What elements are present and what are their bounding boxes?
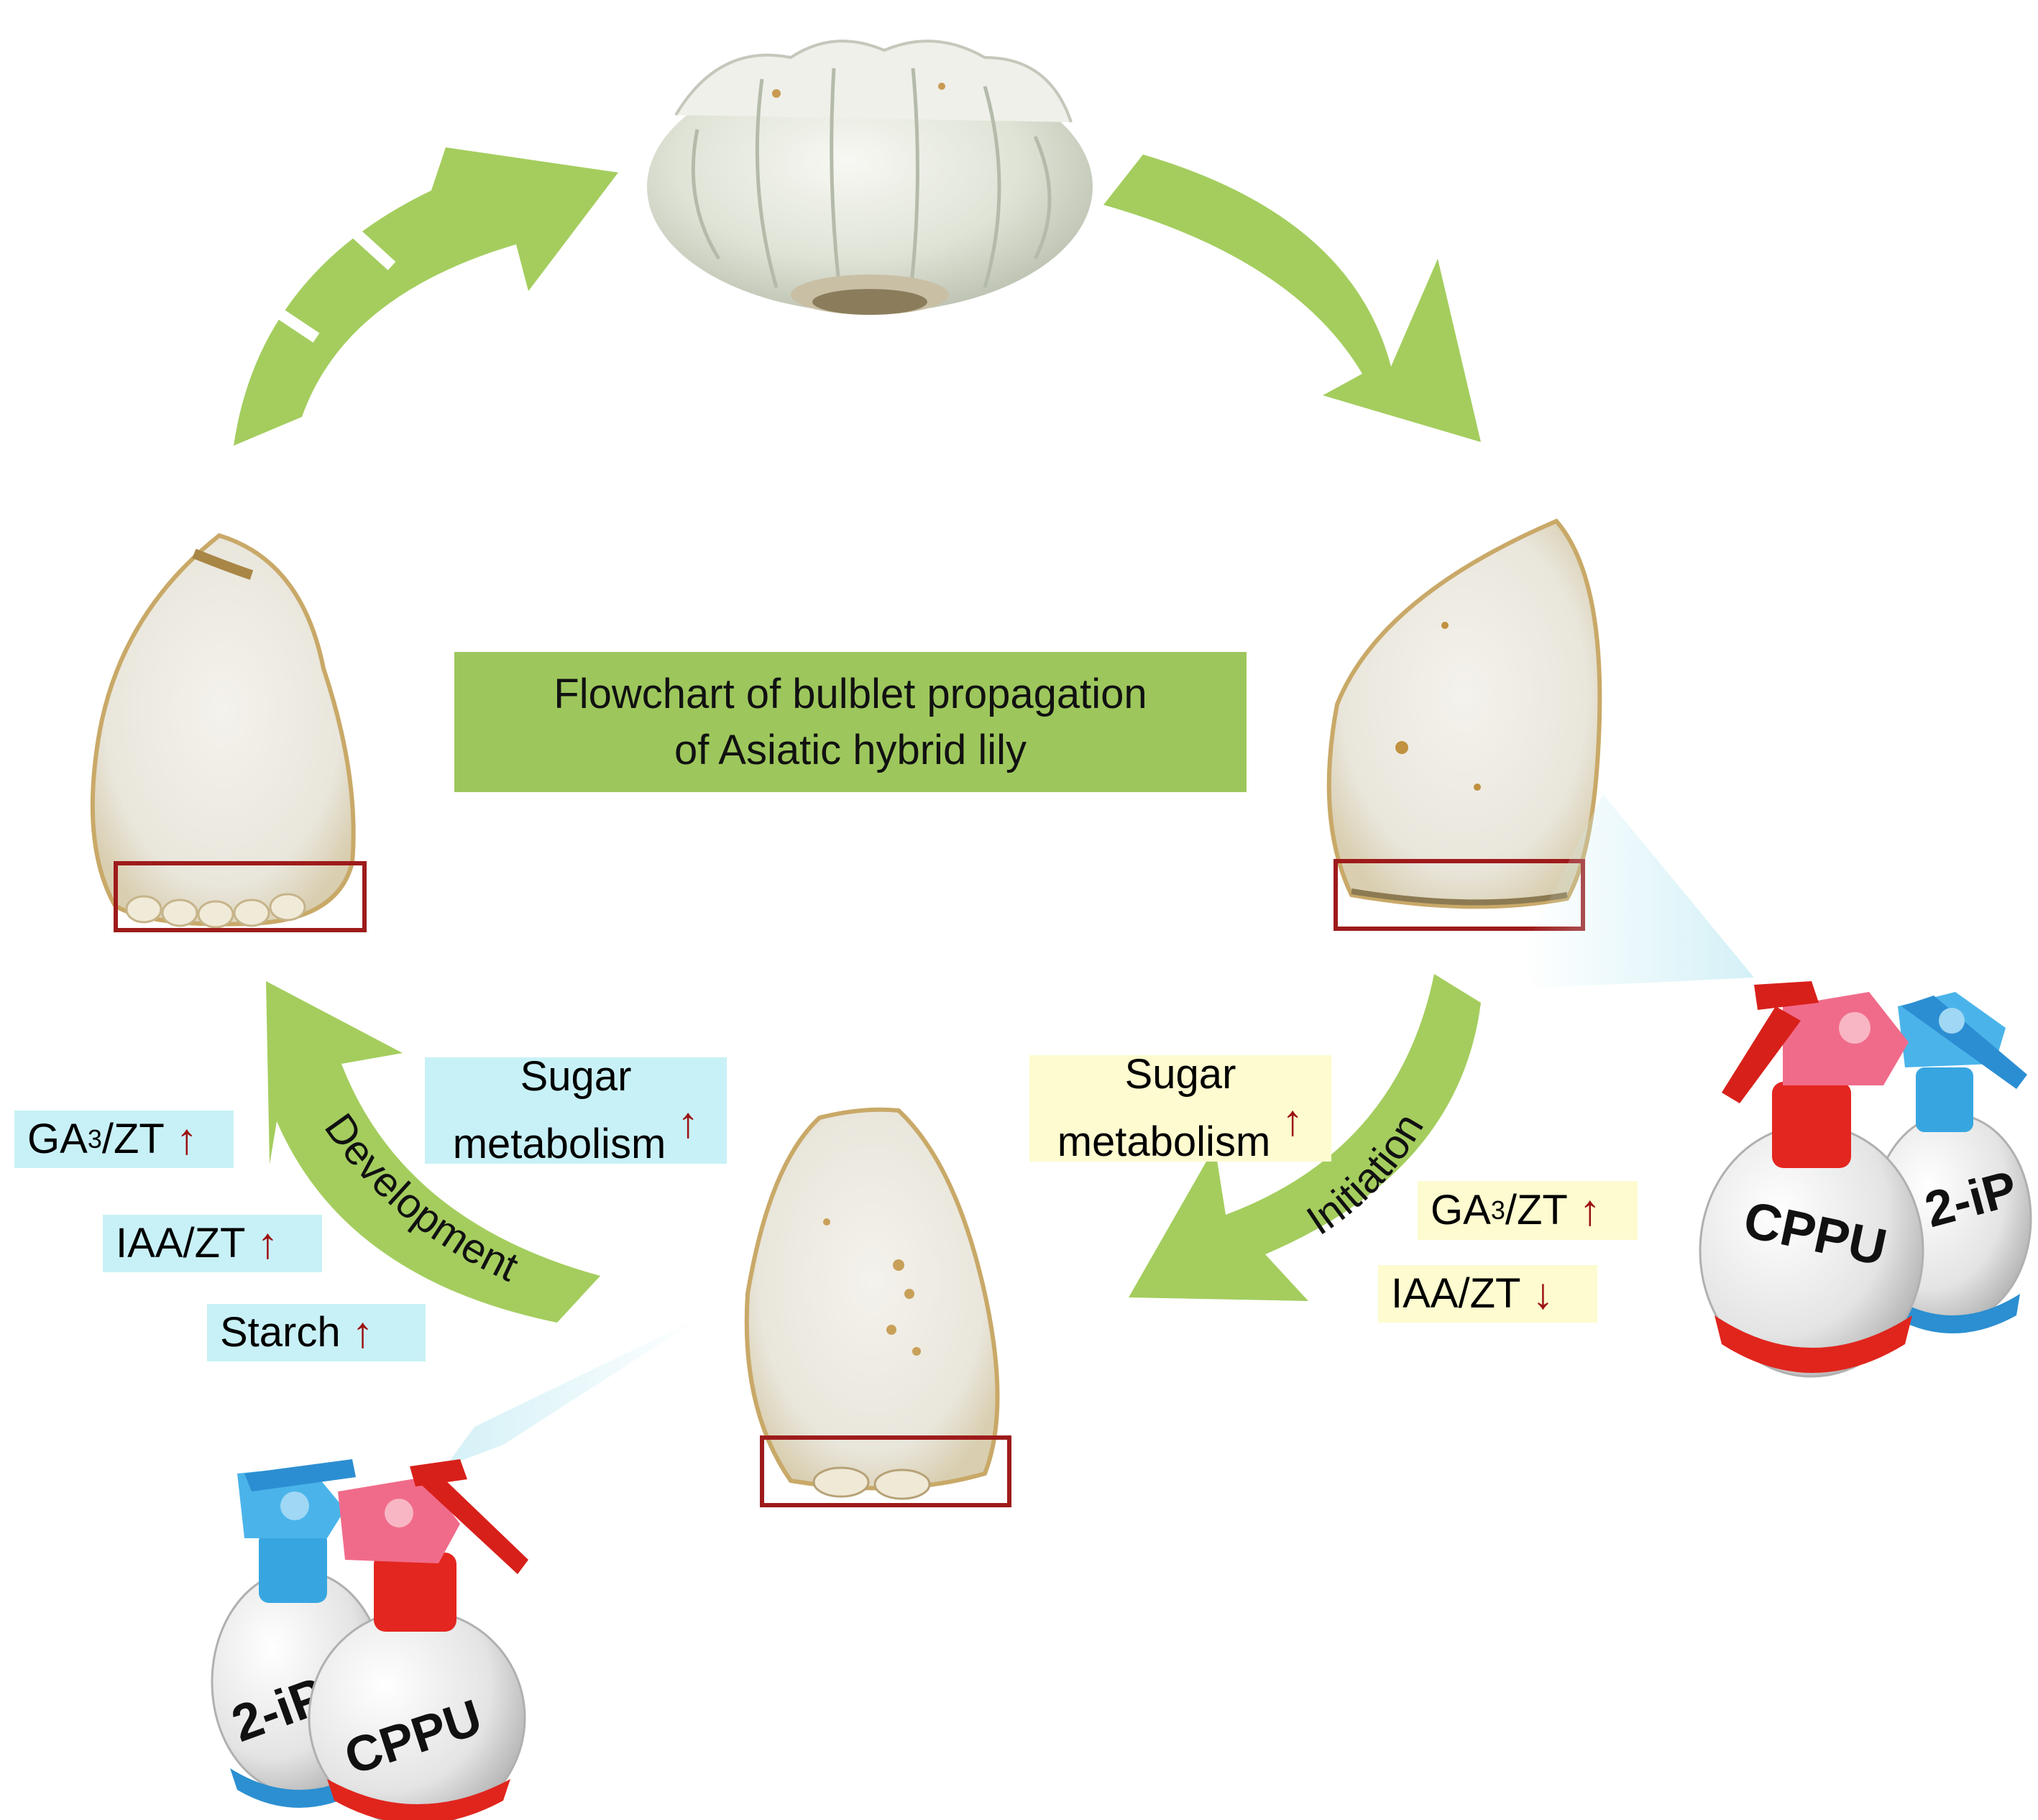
left-starch-up-arrow: ↑ <box>352 1308 374 1356</box>
arrow-break-2 <box>348 226 396 270</box>
right-ga3-suffix: /ZT <box>1505 1187 1568 1233</box>
mother-bulb-image <box>647 40 1093 315</box>
left-ga3-up-arrow: ↑ <box>175 1115 198 1163</box>
right-iaa-text: IAA/ZT <box>1391 1270 1521 1317</box>
left-sugar-up-arrow: ↑ <box>677 1098 699 1146</box>
right-ga3-prefix: GA <box>1431 1187 1491 1233</box>
left-sugar-line-2: metabolism <box>452 1121 666 1167</box>
spray-mist-right <box>1524 794 1754 988</box>
right-sugar-up-arrow: ↑ <box>1282 1096 1304 1144</box>
left-starch-tag: Starch ↑ <box>207 1304 426 1361</box>
arrow-regeneration <box>234 147 618 446</box>
spray-mist-left <box>446 1315 704 1466</box>
scale-center-image <box>744 1107 1000 1500</box>
arrow-development <box>266 981 600 1323</box>
left-starch-text: Starch <box>220 1309 341 1356</box>
left-ga3-prefix: GA <box>27 1116 88 1162</box>
arrow-break-1 <box>270 304 320 343</box>
right-sugar-metabolism-tag: Sugar metabolism ↑ <box>1029 1051 1331 1165</box>
scale-center-base-box <box>760 1435 1011 1507</box>
left-ga3-suffix: /ZT <box>101 1116 165 1162</box>
title-line-2: of Asiatic hybrid lily <box>674 726 1027 773</box>
right-ga3-up-arrow: ↑ <box>1579 1186 1601 1234</box>
right-sugar-line-2: metabolism <box>1057 1118 1271 1165</box>
right-iaa-down-arrow: ↓ <box>1532 1269 1554 1318</box>
left-sugar-metabolism-tag: Sugar metabolism ↑ <box>425 1053 727 1167</box>
scale-left-image <box>90 533 356 929</box>
diagram-title-box: Flowchart of bulblet propagation of Asia… <box>454 652 1247 792</box>
right-sugar-line-1: Sugar <box>1124 1051 1236 1098</box>
left-iaa-text: IAA/ZT <box>116 1220 246 1267</box>
sprayer-cppu-left: CPPU <box>308 1459 528 1820</box>
title-line-1: Flowchart of bulblet propagation <box>554 670 1147 717</box>
scale-right-image <box>1326 518 1602 909</box>
left-iaa-zt-tag: IAA/ZT ↑ <box>103 1215 322 1272</box>
sprayer-cppu-right: CPPU <box>1699 981 1924 1378</box>
arrow-initiation <box>1129 974 1481 1301</box>
sprayer-group-right: 2-iP CPPU <box>1699 981 2032 1378</box>
arrow-scale-separation <box>1103 155 1481 442</box>
left-iaa-up-arrow: ↑ <box>257 1219 279 1267</box>
left-sugar-line-1: Sugar <box>520 1053 632 1100</box>
scale-left-base-box <box>114 861 367 932</box>
sprayer-group-left: 2-iP CPPU <box>211 1459 528 1820</box>
right-iaa-zt-tag: IAA/ZT ↓ <box>1378 1265 1597 1323</box>
